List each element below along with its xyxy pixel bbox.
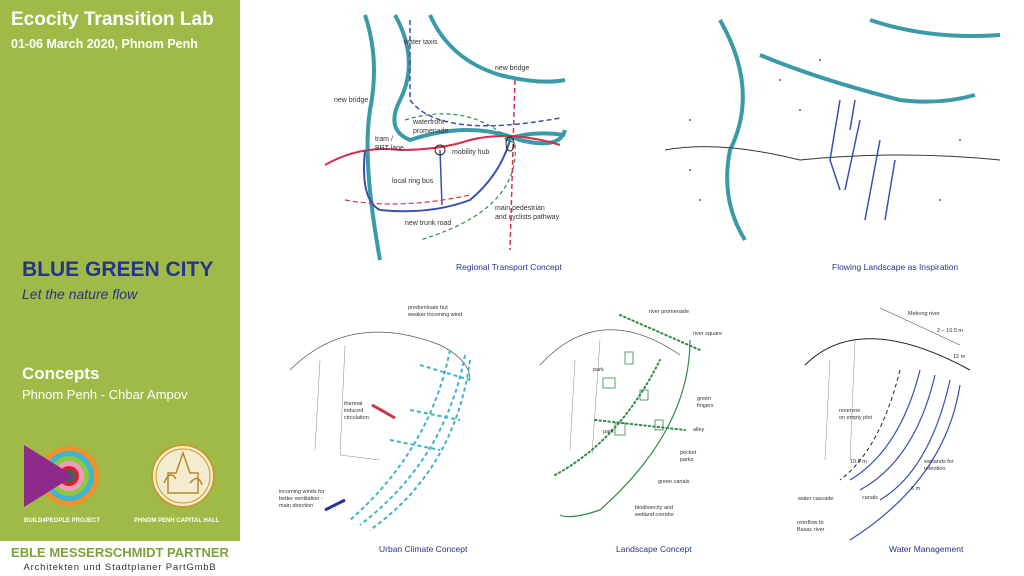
sketch-label: pocket (680, 450, 697, 456)
tagline: Let the nature flow (22, 286, 138, 302)
sketch-label: main pedestrian (495, 205, 545, 212)
sketch-label: weaker incoming wind (407, 312, 462, 318)
sketch-label: 12 m (953, 354, 966, 360)
sketch-label: biodivercity and (635, 505, 673, 511)
sketch-label: parks (680, 457, 694, 463)
firm-name: EBLE MESSERSCHMIDT PARTNER (11, 545, 229, 560)
sketch-label: Basac river (797, 527, 825, 533)
sketch-label: Mekong river (908, 311, 940, 317)
sketch-label: main direction (279, 503, 313, 509)
sketch-label: water cascade (797, 496, 833, 502)
caption-landscape: Landscape Concept (616, 544, 692, 554)
concept-drawings: water taxis new bridge new bridge waterf… (279, 14, 1001, 541)
sketch-label: thermal (344, 401, 362, 407)
sketch-label: 6 m (911, 486, 921, 492)
section-title: Concepts (22, 364, 100, 383)
caption-flowing: Flowing Landscape as Inspiration (832, 262, 959, 272)
firm-subtitle: Architekten und Stadtplaner PartGmbB (23, 562, 217, 573)
sketch-label: water taxis (403, 39, 438, 46)
sketch-label: better ventilation - (279, 496, 323, 502)
transport-map: water taxis new bridge new bridge waterf… (324, 14, 567, 261)
sketch-label: induced (344, 408, 363, 414)
sketch-label: local ring bus (392, 178, 434, 185)
sketch-label: reservoir (839, 408, 861, 414)
caption-water: Water Management (889, 544, 964, 554)
sketch-label: circulation (344, 415, 369, 421)
urban-climate-sketch: predominate but weaker incoming wind the… (279, 305, 471, 531)
sketch-label: promenade (413, 128, 449, 135)
capital-hall-label: PHNOM PENH CAPITAL HALL (134, 518, 220, 524)
sketch-label: river square (693, 331, 722, 337)
water-management-sketch: Mekong river 2 – 10.5 m 12 m reservoir o… (797, 307, 971, 541)
caption-transport: Regional Transport Concept (456, 262, 562, 272)
flowing-landscape-sketch (664, 18, 1001, 242)
sketch-label: river promenade (649, 309, 689, 315)
sketch-label: BRT lane (375, 145, 404, 152)
sketch-label: fingers (697, 403, 714, 409)
event-date: 01-06 March 2020, Phnom Penh (11, 37, 198, 51)
sketch-label: mobility hub (452, 149, 489, 156)
sketch-label: park (593, 367, 604, 373)
sketch-label: new trunk road (405, 220, 451, 227)
capital-hall-seal (151, 444, 215, 508)
sketch-label: on empty plot (839, 415, 872, 421)
sketch-label: new bridge (334, 97, 368, 104)
sketch-label: new bridge (495, 65, 529, 72)
sketch-label: 2 – 10.5 m (937, 328, 963, 334)
sketch-label: canals (862, 495, 878, 501)
sketch-label: incoming winds for (279, 489, 325, 495)
sketch-label: wetland corridor (634, 512, 674, 518)
location: Phnom Penh - Chbar Ampov (22, 387, 188, 402)
sketch-label: predominate but (408, 305, 448, 311)
sketch-label: retention (924, 466, 945, 472)
sketch-label: tram / (375, 136, 393, 143)
sketch-label: 10.5 m (850, 459, 867, 465)
sketch-label: green (697, 396, 711, 402)
headline: BLUE GREEN CITY (22, 258, 214, 281)
build4people-logo (24, 445, 99, 507)
sketch-label: wetlands for (923, 459, 954, 465)
sketch-label: waterfront (412, 119, 444, 126)
build4people-label: BUILD4PEOPLE PROJECT (24, 518, 101, 524)
landscape-sketch: river promenade river square park green … (539, 309, 722, 518)
sketch-label: and cyclists pathway (495, 214, 560, 221)
sketch-label: park (603, 429, 614, 435)
sidebar-panel: Ecocity Transition Lab 01-06 March 2020,… (0, 0, 240, 541)
event-title: Ecocity Transition Lab (11, 9, 214, 30)
sketch-label: green canals (658, 479, 690, 485)
caption-climate: Urban Climate Concept (379, 544, 468, 554)
sketch-label: alley (693, 427, 705, 433)
sketch-label: overflow to (797, 520, 824, 526)
